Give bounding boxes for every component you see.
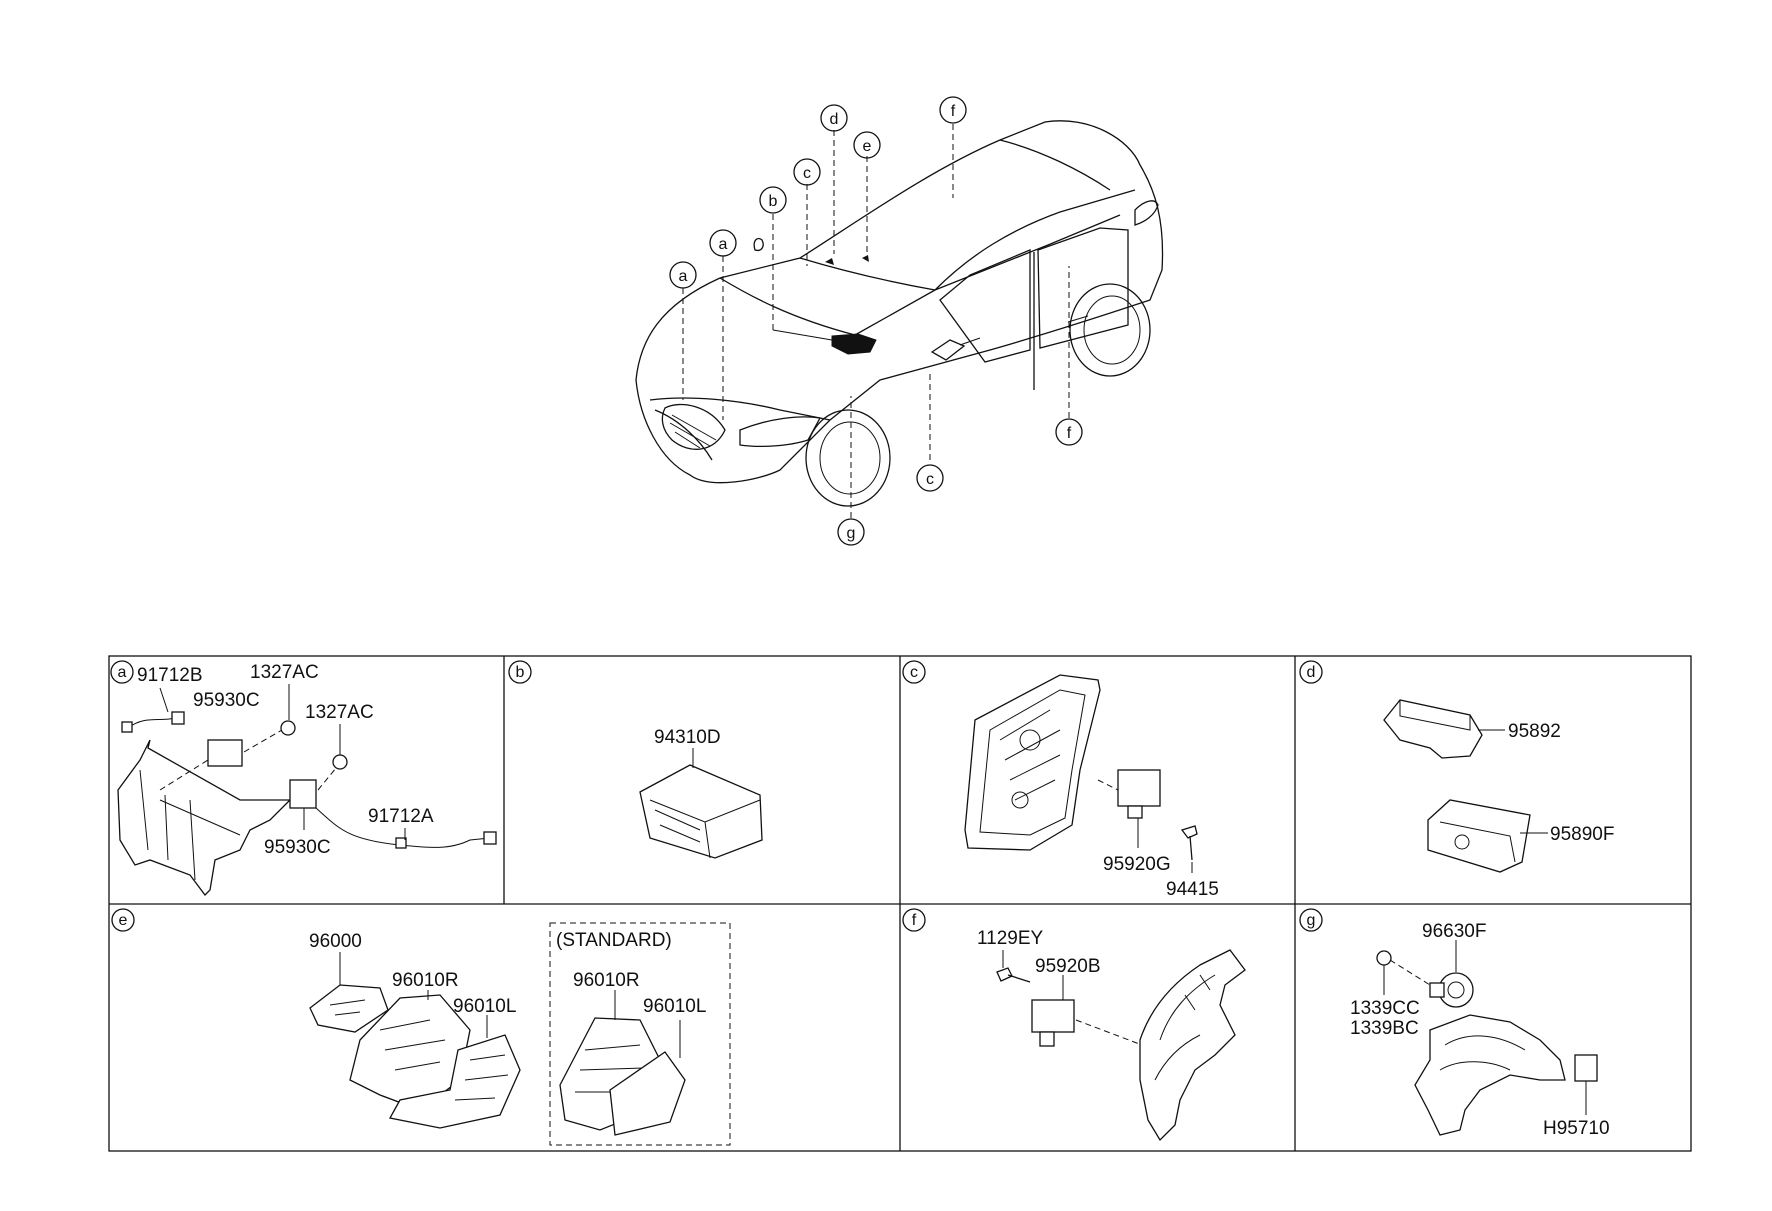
callout-c-top: c (793, 158, 821, 186)
panel-tag-f: f (902, 908, 926, 932)
panel-d-drawing (1383, 699, 1548, 873)
svg-text:a: a (679, 268, 688, 285)
part-91712B: 91712B (137, 665, 203, 686)
part-95920G: 95920G (1103, 854, 1171, 875)
part-96010L-standard: 96010L (643, 996, 706, 1017)
panel-g-drawing (1376, 940, 1598, 1136)
callout-a-right: a (709, 229, 737, 257)
callout-e: e (853, 131, 881, 159)
svg-text:c: c (926, 471, 934, 488)
callout-c-bottom: c (916, 464, 944, 492)
panel-f-drawing (996, 949, 1246, 1142)
callout-f-bottom: f (1055, 418, 1083, 446)
panel-b-drawing (639, 748, 763, 859)
panel-tag-g: g (1299, 908, 1323, 932)
callout-g: g (837, 518, 865, 546)
svg-text:g: g (847, 525, 856, 542)
svg-text:d: d (1307, 664, 1316, 681)
panel-a-drawing (117, 684, 497, 896)
svg-text:f: f (951, 103, 956, 120)
panel-grid (108, 655, 1692, 1152)
panel-tag-c: c (902, 660, 926, 684)
svg-text:e: e (863, 138, 872, 155)
part-95890F: 95890F (1550, 824, 1614, 845)
part-96010R: 96010R (392, 970, 459, 991)
svg-text:a: a (118, 664, 127, 681)
svg-text:a: a (719, 236, 728, 253)
panel-tag-a: a (110, 660, 134, 684)
part-96010L: 96010L (453, 996, 516, 1017)
svg-text:c: c (910, 664, 918, 681)
svg-text:b: b (516, 664, 525, 681)
part-1339BC: 1339BC (1350, 1018, 1419, 1039)
callout-f-top: f (939, 96, 967, 124)
part-94415: 94415 (1166, 879, 1219, 900)
part-96010R-standard: 96010R (573, 970, 640, 991)
part-96630F: 96630F (1422, 921, 1486, 942)
part-1327AC-lower: 1327AC (305, 702, 374, 723)
svg-text:c: c (803, 165, 811, 182)
part-96000: 96000 (309, 931, 362, 952)
part-1129EY: 1129EY (977, 928, 1044, 949)
part-1339CC: 1339CC (1350, 998, 1420, 1019)
car-overview (635, 120, 1164, 507)
svg-text:f: f (1067, 425, 1072, 442)
part-91712A: 91712A (368, 806, 434, 827)
svg-text:e: e (119, 912, 128, 929)
panel-tag-e: e (111, 908, 135, 932)
panel-e-drawing (309, 922, 731, 1146)
part-95920B: 95920B (1035, 956, 1101, 977)
part-94310D: 94310D (654, 727, 721, 748)
panel-tag-b: b (508, 660, 532, 684)
part-1327AC-upper: 1327AC (250, 662, 319, 683)
callout-b: b (759, 186, 787, 214)
part-95930C-upper: 95930C (193, 690, 260, 711)
svg-text:g: g (1307, 912, 1316, 929)
part-95892: 95892 (1508, 721, 1561, 742)
svg-text:b: b (769, 193, 778, 210)
part-95930C-lower: 95930C (264, 837, 331, 858)
callout-d: d (820, 104, 848, 132)
svg-text:d: d (830, 111, 839, 128)
callout-leaders (682, 124, 1070, 518)
variant-standard-label: (STANDARD) (556, 930, 672, 951)
panel-tag-d: d (1299, 660, 1323, 684)
part-H95710: H95710 (1543, 1118, 1610, 1139)
svg-text:f: f (912, 912, 917, 929)
panel-c-drawing (964, 674, 1198, 873)
callout-a-left: a (669, 261, 697, 289)
